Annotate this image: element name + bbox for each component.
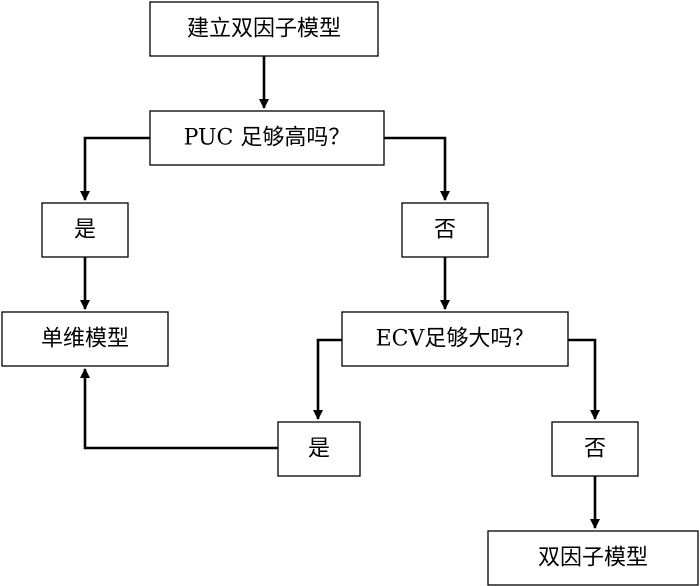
node-yes-1: 是 <box>41 202 129 258</box>
node-puc-question: PUC 足够高吗？ <box>149 110 385 166</box>
node-no-2: 否 <box>551 421 639 477</box>
edge-yes-to-single-return <box>80 368 278 450</box>
node-yes-2: 是 <box>277 421 361 477</box>
node-puc-question-label: PUC 足够高吗？ <box>184 126 351 151</box>
node-ecv-question-label: ECV足够大吗？ <box>376 327 535 352</box>
node-build-bifactor-model: 建立双因子模型 <box>149 1 379 57</box>
node-no-2-label: 否 <box>584 437 606 462</box>
node-ecv-question: ECV足够大吗？ <box>341 311 569 367</box>
node-unidimensional-model-label: 单维模型 <box>41 327 129 352</box>
node-unidimensional-model: 单维模型 <box>1 311 169 367</box>
node-yes-2-label: 是 <box>308 437 330 462</box>
node-no-1: 否 <box>401 202 489 258</box>
edge-puc-to-no <box>384 136 450 201</box>
node-yes-1-label: 是 <box>74 218 96 243</box>
node-build-bifactor-model-label: 建立双因子模型 <box>187 17 341 42</box>
node-bifactor-model: 双因子模型 <box>487 530 699 586</box>
edge-ecv-to-yes <box>313 338 342 420</box>
node-bifactor-model-label: 双因子模型 <box>538 546 648 571</box>
edge-puc-to-yes <box>80 136 150 201</box>
node-no-1-label: 否 <box>434 218 456 243</box>
edge-ecv-to-no <box>568 338 600 420</box>
